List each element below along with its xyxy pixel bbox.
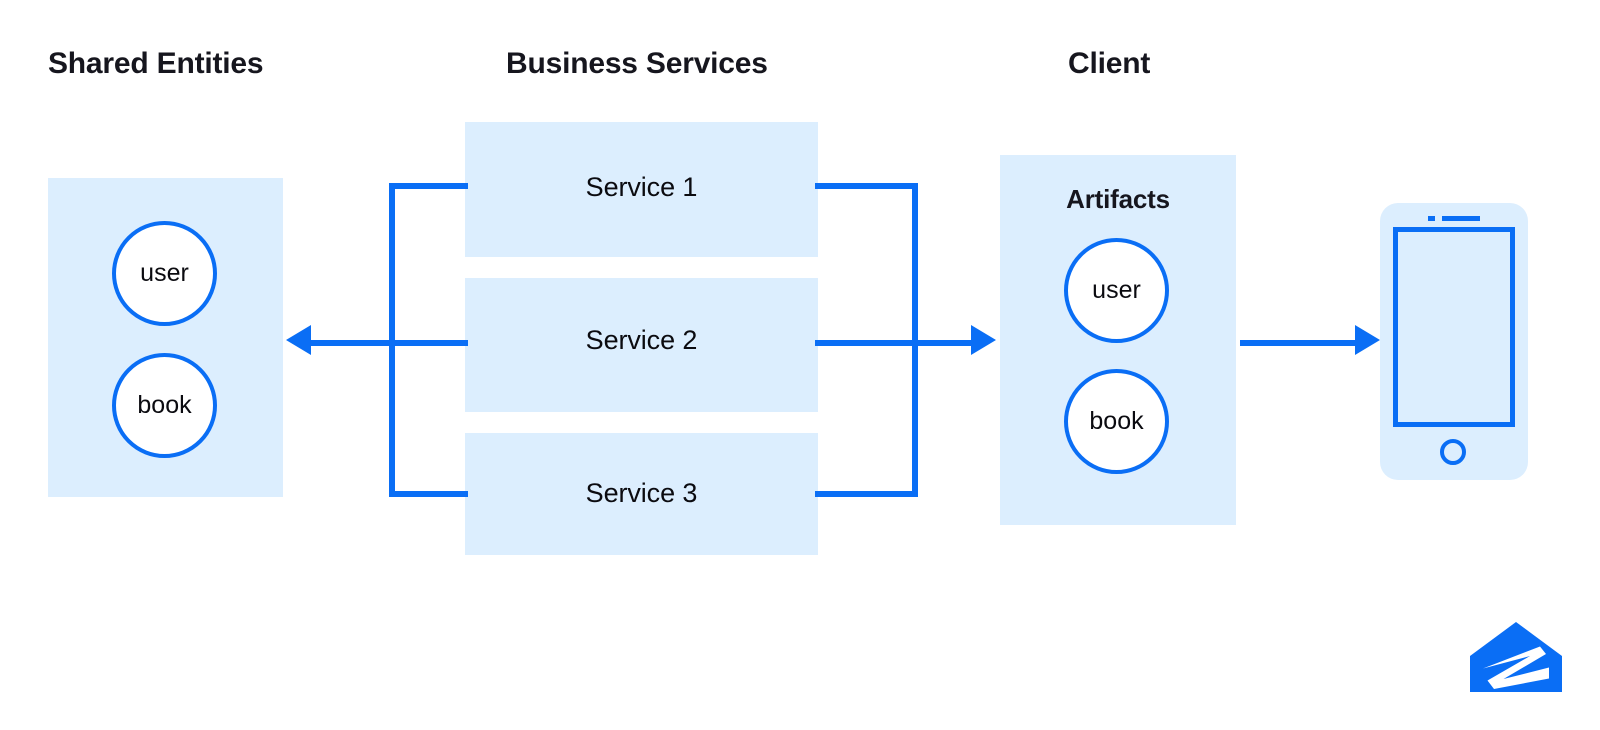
service-box-1: Service 1: [465, 122, 818, 257]
mobile-phone-icon: [1380, 203, 1528, 480]
service-label-2: Service 2: [585, 325, 698, 355]
artifact-user: user: [1064, 238, 1169, 343]
connector-service3-left-stub: [389, 491, 468, 497]
service-box-2: Service 2: [465, 278, 818, 412]
service-label-1: Service 1: [585, 172, 698, 202]
connector-service3-right-stub: [815, 491, 918, 497]
phone-screen: [1393, 227, 1515, 427]
arrow-left-icon: [286, 325, 311, 355]
column-heading-shared-entities: Shared Entities: [48, 47, 264, 80]
phone-body: [1380, 203, 1528, 480]
artifacts-label: Artifacts: [1066, 184, 1170, 214]
column-heading-business-services: Business Services: [506, 47, 768, 80]
shared-entity-book: book: [112, 353, 217, 458]
arrow-right-icon: [1355, 325, 1380, 355]
connector-to-client: [912, 340, 974, 346]
column-heading-client: Client: [1068, 47, 1151, 80]
zillow-logo-icon: [1470, 622, 1562, 692]
phone-home-button: [1440, 439, 1466, 465]
connector-to-shared-entities: [310, 340, 395, 346]
connector-service2-right-stub: [815, 340, 918, 346]
service-box-3: Service 3: [465, 433, 818, 555]
phone-camera-dot: [1428, 216, 1435, 221]
artifact-book: book: [1064, 369, 1169, 474]
connector-service2-left-stub: [389, 340, 468, 346]
shared-entity-user: user: [112, 221, 217, 326]
connector-service1-left-stub: [389, 183, 468, 189]
phone-speaker-bar: [1442, 216, 1480, 221]
service-label-3: Service 3: [585, 478, 698, 508]
connector-client-to-device: [1240, 340, 1358, 346]
connector-service1-right-stub: [815, 183, 918, 189]
arrow-right-icon: [971, 325, 996, 355]
